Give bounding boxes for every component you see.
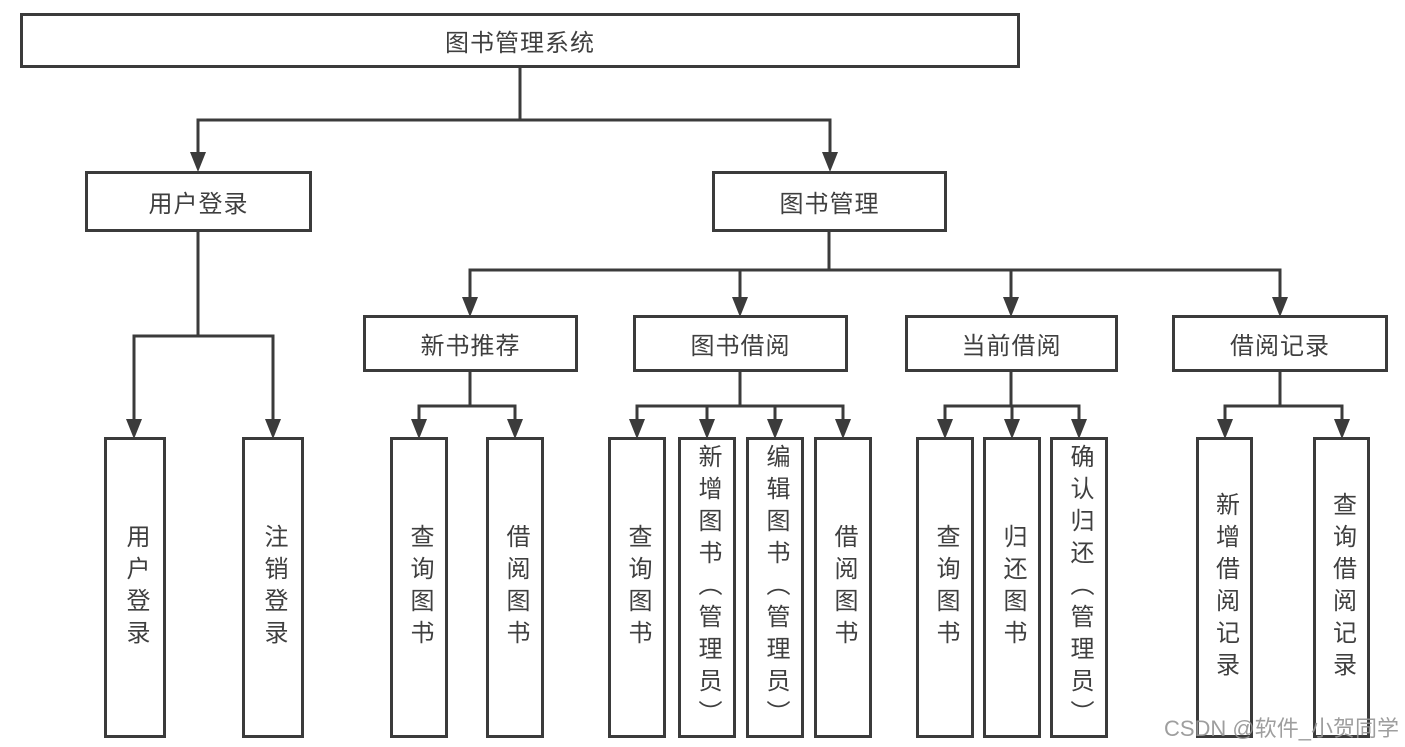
node-label: 图书管理系统 [445, 30, 595, 57]
node-label: 当前借阅 [961, 333, 1062, 360]
leaf-logout-login: 注销登录 [242, 437, 304, 738]
leaf-nbr-borrow-books: 借阅图书 [486, 437, 544, 738]
node-label: 借阅图书 [502, 523, 529, 652]
node-label: 新增图书（管理员） [694, 443, 721, 732]
leaf-br-add-record: 新增借阅记录 [1196, 437, 1253, 738]
leaf-cb-query-books: 查询图书 [916, 437, 974, 738]
node-current-borrow: 当前借阅 [905, 315, 1118, 372]
leaf-cb-confirm-return-admin: 确认归还（管理员） [1050, 437, 1108, 738]
node-new-book-recommend: 新书推荐 [363, 315, 578, 372]
node-label: 查询图书 [406, 523, 433, 652]
node-label: 注销登录 [260, 523, 287, 652]
node-label: 借阅记录 [1230, 333, 1330, 360]
node-borrow-records: 借阅记录 [1172, 315, 1388, 372]
node-label: 新书推荐 [420, 333, 521, 360]
node-label: 查询借阅记录 [1328, 491, 1356, 684]
node-label: 确认归还（管理员） [1066, 443, 1093, 732]
node-label: 图书管理 [779, 191, 880, 218]
node-book-borrow: 图书借阅 [633, 315, 848, 372]
node-label: 借阅图书 [830, 523, 857, 652]
node-label: 查询图书 [932, 523, 959, 652]
leaf-user-login: 用户登录 [104, 437, 166, 738]
node-label: 用户登录 [122, 523, 149, 652]
node-label: 新增借阅记录 [1211, 491, 1239, 684]
leaf-bb-borrow-books: 借阅图书 [814, 437, 872, 738]
leaf-bb-add-books-admin: 新增图书（管理员） [678, 437, 736, 738]
leaf-cb-return-books: 归还图书 [983, 437, 1041, 738]
node-book-management: 图书管理 [712, 171, 947, 232]
node-label: 查询图书 [624, 523, 651, 652]
node-label: 归还图书 [999, 523, 1026, 652]
node-label: 图书借阅 [690, 333, 791, 360]
leaf-bb-query-books: 查询图书 [608, 437, 666, 738]
leaf-nbr-query-books: 查询图书 [390, 437, 448, 738]
csdn-watermark: CSDN @软件_小贺同学 [1163, 716, 1399, 741]
leaf-bb-edit-books-admin: 编辑图书（管理员） [746, 437, 804, 738]
leaf-br-query-record: 查询借阅记录 [1313, 437, 1370, 738]
node-user-login: 用户登录 [85, 171, 312, 232]
node-library-system: 图书管理系统 [20, 13, 1020, 68]
node-label: 编辑图书（管理员） [762, 443, 789, 732]
node-label: 用户登录 [148, 191, 249, 218]
